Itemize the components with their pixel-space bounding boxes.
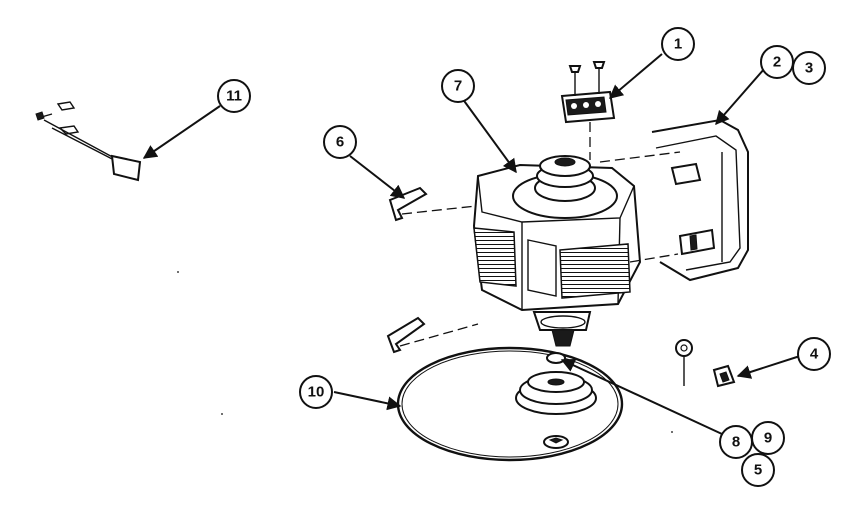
svg-text:9: 9	[764, 430, 772, 447]
callout-10: 10	[299, 375, 333, 409]
callout-5: 5	[741, 453, 775, 487]
callout-6: 6	[323, 125, 357, 159]
bracket-part	[599, 118, 749, 282]
motor-assembly-part	[472, 155, 642, 347]
callout-4: 4	[797, 337, 831, 371]
leader-lines	[142, 53, 801, 435]
switch-block-part	[560, 61, 616, 160]
svg-text:11: 11	[226, 88, 242, 105]
callout-8: 8	[719, 425, 753, 459]
callout-2: 2	[760, 45, 794, 79]
pulley-part	[515, 352, 597, 449]
svg-text:6: 6	[336, 134, 344, 151]
svg-text:8: 8	[732, 434, 740, 451]
callout-11: 11	[217, 79, 251, 113]
svg-text:1: 1	[674, 36, 682, 53]
clip-part	[386, 186, 479, 354]
callout-1: 1	[661, 27, 695, 61]
svg-text:2: 2	[773, 54, 781, 71]
callout-9: 9	[751, 421, 785, 455]
svg-text:5: 5	[754, 462, 762, 479]
svg-text:4: 4	[810, 346, 819, 363]
svg-text:7: 7	[454, 78, 462, 95]
terminal-screw-part	[675, 339, 736, 388]
svg-text:10: 10	[308, 384, 325, 401]
callout-3: 3	[792, 51, 826, 85]
terminal-connector-part	[35, 101, 142, 182]
callout-7: 7	[441, 69, 475, 103]
svg-text:3: 3	[805, 60, 813, 77]
